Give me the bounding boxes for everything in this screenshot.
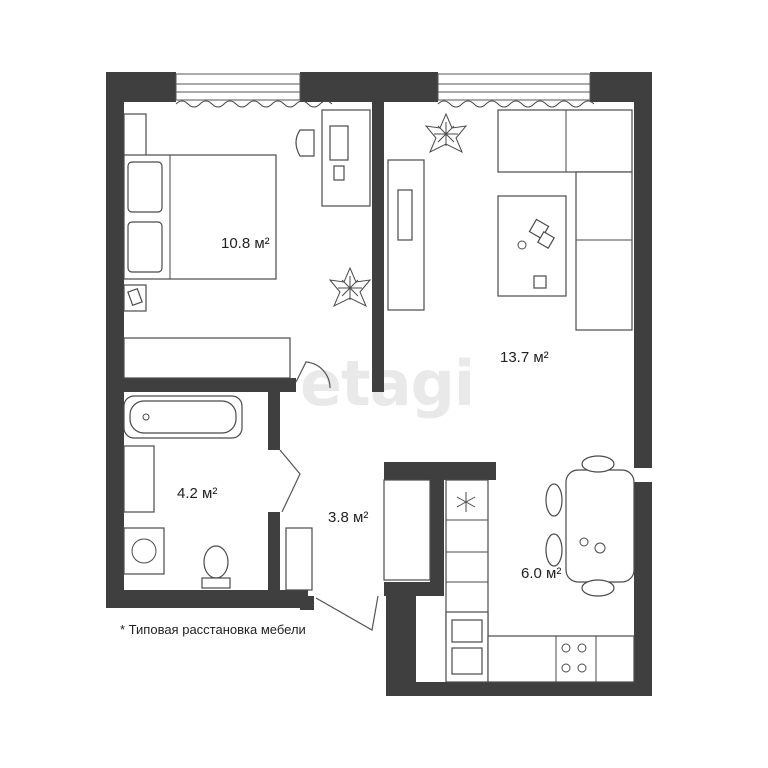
bathroom: 4.2 м² [123, 395, 243, 589]
kitchen-counter-bottom [487, 635, 635, 683]
kitchen: 6.0 м² [445, 455, 635, 683]
coffee-table [497, 195, 567, 297]
toilet [203, 545, 229, 579]
watermark: etagi [300, 347, 474, 420]
plant [424, 112, 468, 154]
walls [106, 72, 652, 696]
dining-table [565, 469, 635, 583]
chair [581, 455, 615, 473]
plant [328, 266, 372, 308]
bedroom-area: 10.8 м² [221, 235, 270, 252]
chair [545, 533, 563, 567]
windows [175, 73, 595, 108]
snowflake-icon [456, 492, 476, 512]
hall-bench [285, 527, 313, 591]
living-area: 13.7 м² [500, 349, 549, 366]
bedroom: 10.8 м² [123, 109, 372, 379]
chair [545, 483, 563, 517]
chair [581, 579, 615, 597]
wardrobe [123, 337, 291, 379]
bathroom-area: 4.2 м² [177, 485, 217, 502]
doors [279, 361, 379, 631]
washing-machine [123, 527, 165, 575]
nightstand [123, 113, 147, 161]
sink [123, 445, 155, 513]
chair [295, 129, 315, 157]
kitchen-area: 6.0 м² [521, 565, 561, 582]
hall: 3.8 м² [285, 479, 431, 591]
sofa [497, 109, 633, 173]
hall-area: 3.8 м² [328, 509, 368, 526]
hall-wardrobe [383, 479, 431, 581]
furniture-footnote: * Типовая расстановка мебели [120, 622, 306, 637]
living-room: 13.7 м² [387, 109, 633, 366]
